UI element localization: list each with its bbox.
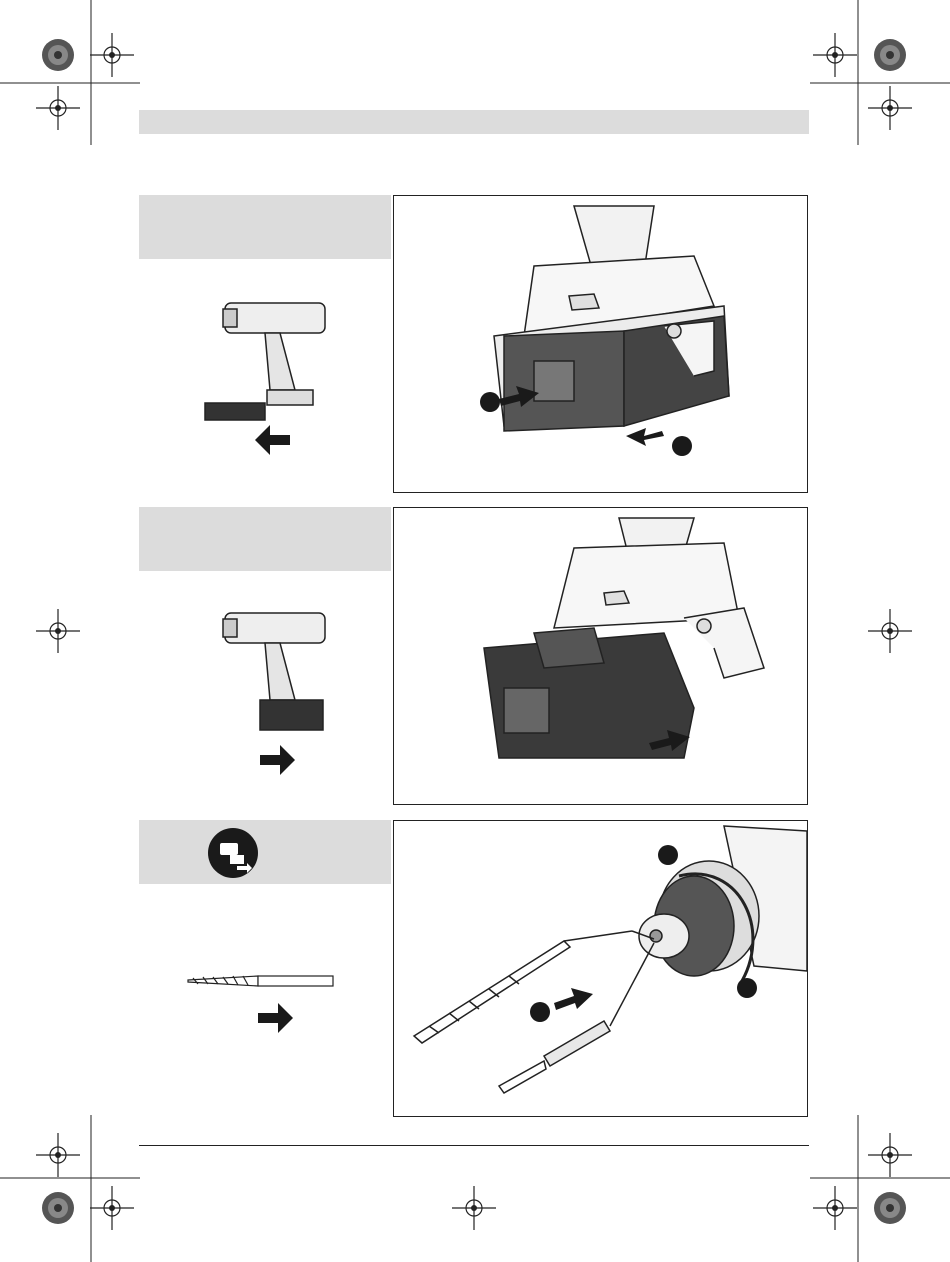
step3-label-area xyxy=(139,820,391,884)
chuck-tool-insert-illustration xyxy=(394,821,807,1116)
callout-3 xyxy=(737,978,757,998)
step2-label-area xyxy=(139,507,391,571)
step3-illustration-panel xyxy=(393,820,808,1117)
pull-arrow-icon xyxy=(626,428,664,446)
drill-battery-inserted-thumbnail xyxy=(205,605,335,785)
callout-1 xyxy=(658,845,678,865)
drill-battery-removed-thumbnail xyxy=(195,295,335,460)
header-bar xyxy=(139,110,809,134)
footer-rule xyxy=(139,1145,809,1146)
callout-2 xyxy=(530,1002,550,1022)
drill-bit-thumbnail xyxy=(183,970,338,1045)
arrow-right-icon xyxy=(258,1003,293,1033)
insert-arrow-icon xyxy=(554,988,593,1010)
callout-2 xyxy=(672,436,692,456)
callout-1 xyxy=(480,392,500,412)
step2-illustration-panel xyxy=(393,507,808,805)
battery-release-illustration xyxy=(394,196,807,492)
step1-label-area xyxy=(139,195,391,259)
arrow-left-icon xyxy=(255,425,290,455)
battery-insert-illustration xyxy=(394,508,807,804)
step1-illustration-panel xyxy=(393,195,808,493)
tool-insert-symbol xyxy=(207,827,259,879)
arrow-right-icon xyxy=(260,745,295,775)
